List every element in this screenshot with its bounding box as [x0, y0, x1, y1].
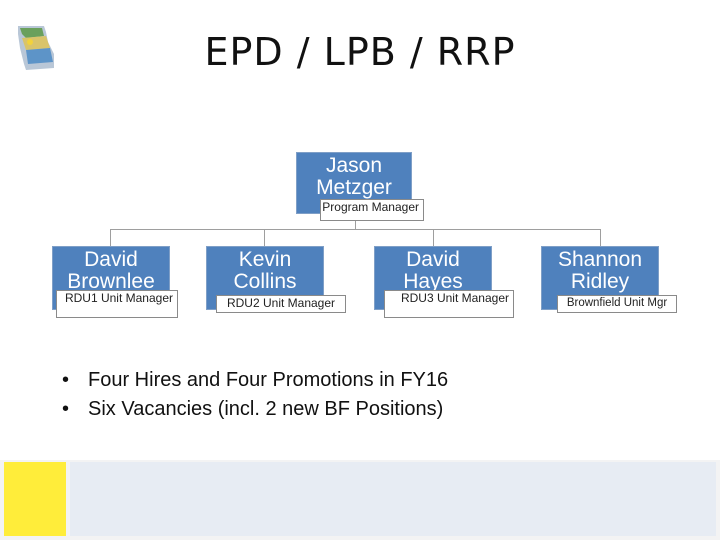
connector-root-down — [355, 219, 356, 229]
org-report-4-role: Brownfield Unit Mgr — [557, 295, 677, 313]
org-report-1-role: RDU1 Unit Manager — [56, 290, 178, 318]
connector-drop-1 — [110, 229, 111, 246]
georgia-map-logo-icon — [14, 24, 58, 72]
org-report-4-name: Shannon Ridley — [557, 248, 643, 293]
bullet-dot-icon: • — [62, 369, 70, 391]
org-report-1-name: David Brownlee — [67, 248, 155, 293]
org-report-2-name: Kevin Collins — [233, 248, 297, 293]
bullet-text: Six Vacancies (incl. 2 new BF Positions) — [88, 398, 444, 420]
bullet-list: •Four Hires and Four Promotions in FY16 … — [62, 366, 448, 424]
bullet-dot-icon: • — [62, 398, 70, 420]
connector-drop-3 — [433, 229, 434, 246]
connector-drop-4 — [600, 229, 601, 246]
org-report-3-role: RDU3 Unit Manager — [384, 290, 514, 318]
connector-drop-2 — [264, 229, 265, 246]
bullet-item: • Four Hires and Four Promotions in FY16 — [62, 366, 448, 395]
org-report-3-name: David Hayes — [403, 248, 463, 293]
bullet-text: Four Hires and Four Promotions in FY16 — [88, 369, 449, 391]
page-title: EPD / LPB / RRP — [204, 30, 516, 74]
org-root-role: Program Manager — [320, 199, 424, 221]
org-report-2-role: RDU2 Unit Manager — [216, 295, 346, 313]
footer-panel — [70, 462, 716, 536]
footer-accent-block — [4, 462, 66, 536]
bullet-item: • Six Vacancies (incl. 2 new BF Positions… — [62, 395, 448, 424]
connector-horizontal — [110, 229, 601, 230]
org-root-name: Jason Metzger — [316, 154, 392, 199]
